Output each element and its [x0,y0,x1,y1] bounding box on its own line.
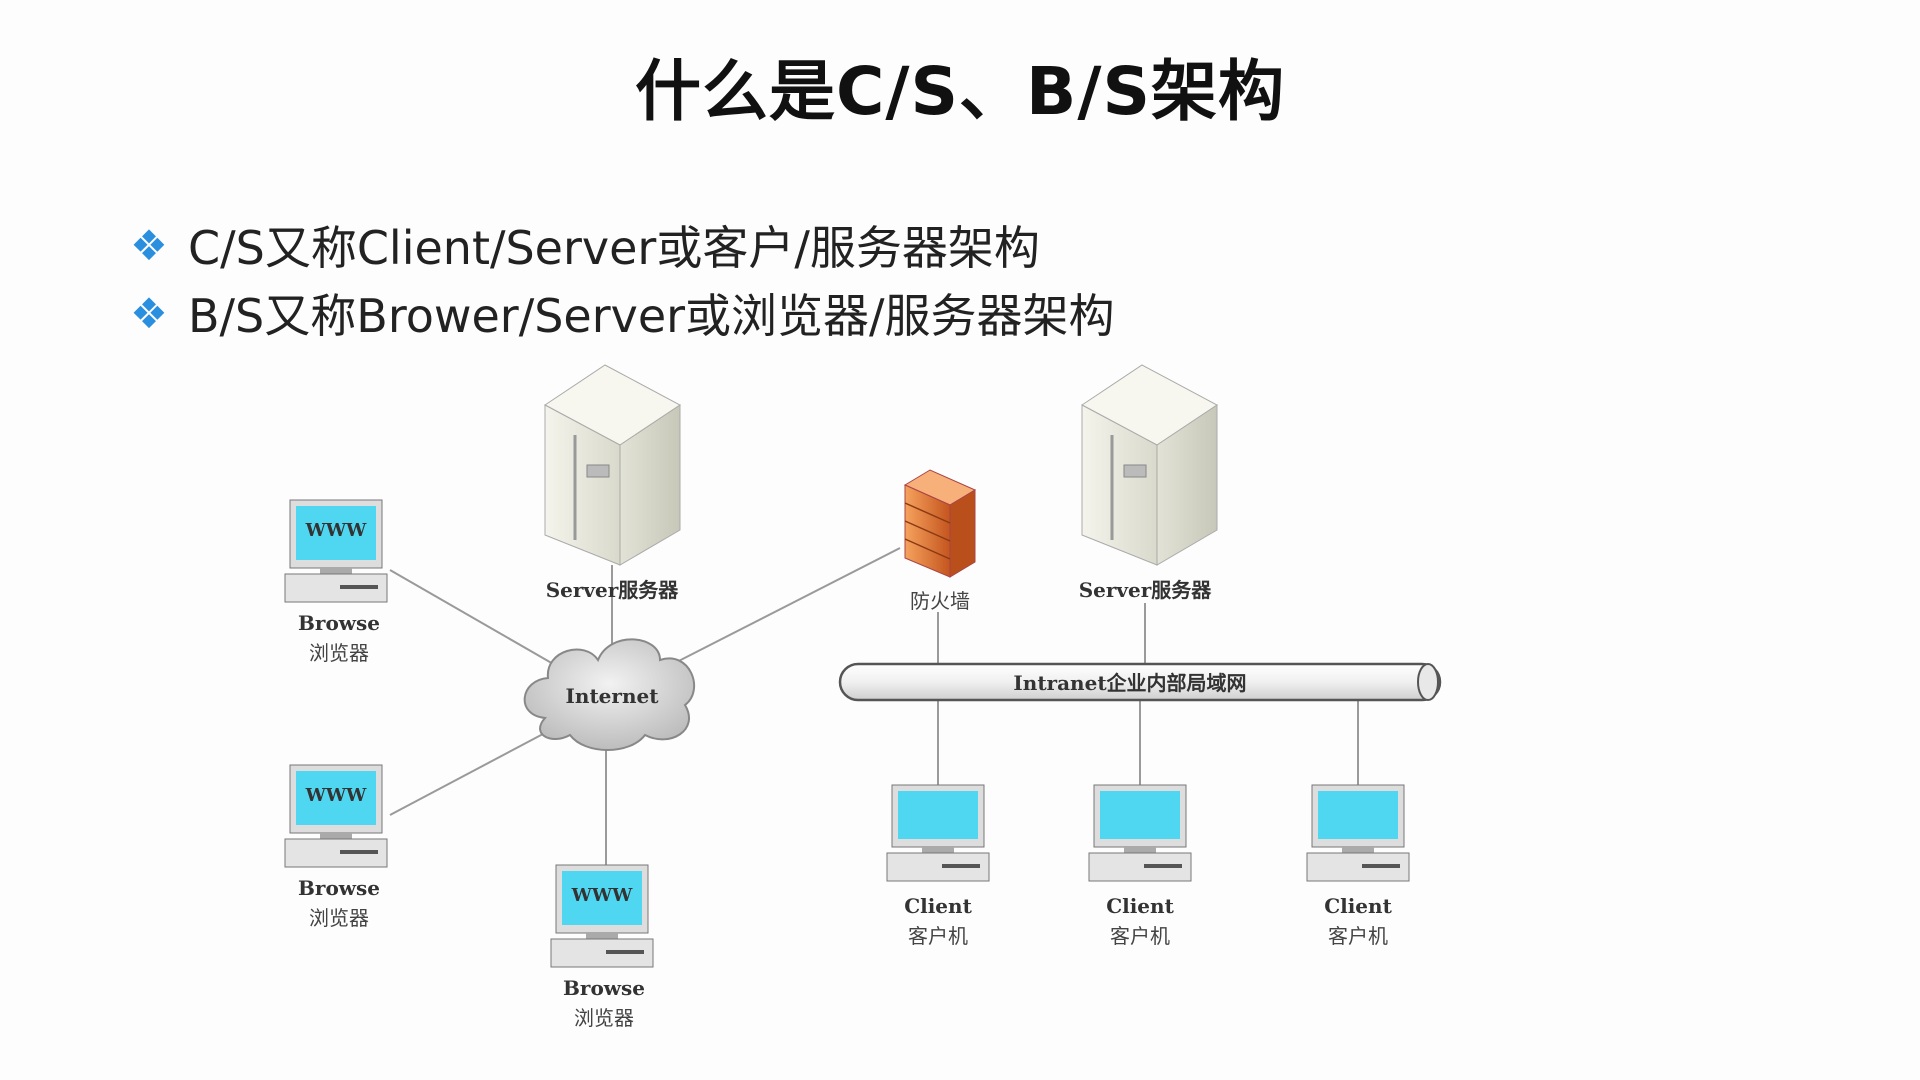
bullet-text: B/S又称Brower/Server或浏览器/服务器架构 [188,289,1115,343]
firewall-icon [903,469,977,578]
monitor-text: WWW [571,885,633,906]
client-pc-icon [886,784,990,882]
monitor-text: WWW [305,785,367,806]
browser-label: Browse [298,876,380,900]
client-label: Client [1106,894,1174,918]
browser-label: Browse [563,976,645,1000]
bullet-item: ❖ B/S又称Brower/Server或浏览器/服务器架构 [128,280,1115,346]
client-pc-icon [1306,784,1410,882]
diamond-bullet-icon: ❖ [130,288,168,338]
server-right-icon [1081,364,1218,566]
client-label-cn: 客户机 [1328,924,1388,948]
monitor-text: WWW [305,520,367,541]
browser-pc-icon: WWW [550,864,654,968]
server-right-label: Server服务器 [1079,578,1213,602]
diamond-bullet-icon: ❖ [130,220,168,270]
firewall-label: 防火墙 [910,589,970,613]
intranet-label: Intranet企业内部局域网 [1013,671,1246,695]
internet-cloud-icon [523,638,696,751]
browser-label-cn: 浏览器 [309,906,369,930]
server-left-label: Server服务器 [546,578,680,602]
client-label-cn: 客户机 [1110,924,1170,948]
browser-pc-icon: WWW [284,499,388,603]
browser-pc-icon: WWW [284,764,388,868]
server-left-icon [544,364,681,566]
slide-title: 什么是C/S、B/S架构 [634,53,1286,130]
browser-label-cn: 浏览器 [574,1006,634,1030]
intranet-bus [838,662,1442,702]
client-pc-icon [1088,784,1192,882]
client-label: Client [904,894,972,918]
client-label-cn: 客户机 [908,924,968,948]
client-label: Client [1324,894,1392,918]
bullet-item: ❖ C/S又称Client/Server或客户/服务器架构 [128,212,1040,278]
connection-lines [389,547,1359,865]
browser-label-cn: 浏览器 [309,641,369,665]
bullet-text: C/S又称Client/Server或客户/服务器架构 [188,221,1040,275]
browser-label: Browse [298,611,380,635]
internet-label: Internet [566,684,660,708]
